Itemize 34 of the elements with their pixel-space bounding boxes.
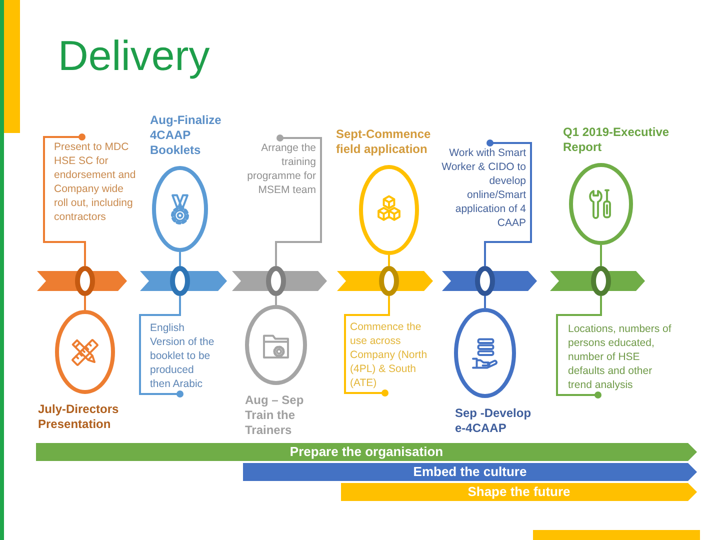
leader-line [484, 140, 532, 266]
milestone-note: English Version of the booklet to be produced then Arabic [150, 321, 216, 391]
slide-title: Delivery [58, 32, 210, 80]
milestone-title: Sept-Commence field application [336, 127, 432, 157]
leader-line [556, 296, 602, 398]
connector-line [388, 255, 390, 266]
timeline-marker [550, 266, 645, 296]
connector-line [179, 252, 181, 266]
connector-line [484, 296, 486, 308]
timeline-marker [232, 266, 327, 296]
phase-banner: Prepare the organisation [36, 443, 697, 461]
timeline-marker [337, 266, 433, 296]
milestone-note: Commence the use across Company (North (4PL) & South (ATE) [350, 320, 430, 390]
phase-banner: Shape the future [341, 483, 697, 501]
connector-line [600, 245, 602, 266]
milestone-note: Locations, numbers of persons educated, number of HSE defaults and other trend analysis [568, 322, 672, 392]
milestone-note: Work with Smart Worker & CIDO to develop online/Smart application of 4 CAAP [438, 146, 526, 230]
timeline-marker [140, 266, 227, 296]
milestone-title: July-Directors Presentation [38, 402, 120, 432]
milestone-note: Arrange the training programme for MSEM team [236, 141, 316, 197]
leader-line [275, 134, 322, 266]
connector-line [84, 296, 86, 310]
leader-line [139, 296, 184, 398]
milestone-title: Sep -Develop e-4CAAP [455, 406, 532, 436]
milestone-note: Present to MDC HSE SC for endorsement and Company wide roll out, including contractors [54, 140, 140, 224]
milestone-title: Aug – Sep Train the Trainers [245, 393, 305, 438]
milestone-title: Q1 2019-Executive Report [563, 125, 670, 155]
leader-line [344, 296, 390, 396]
timeline-marker [442, 266, 537, 296]
leader-line [43, 134, 86, 266]
connector-line [275, 296, 277, 305]
timeline-marker [37, 266, 127, 296]
milestone-title: Aug-Finalize 4CAAP Booklets [150, 113, 222, 158]
phase-banner: Embed the culture [243, 463, 697, 481]
